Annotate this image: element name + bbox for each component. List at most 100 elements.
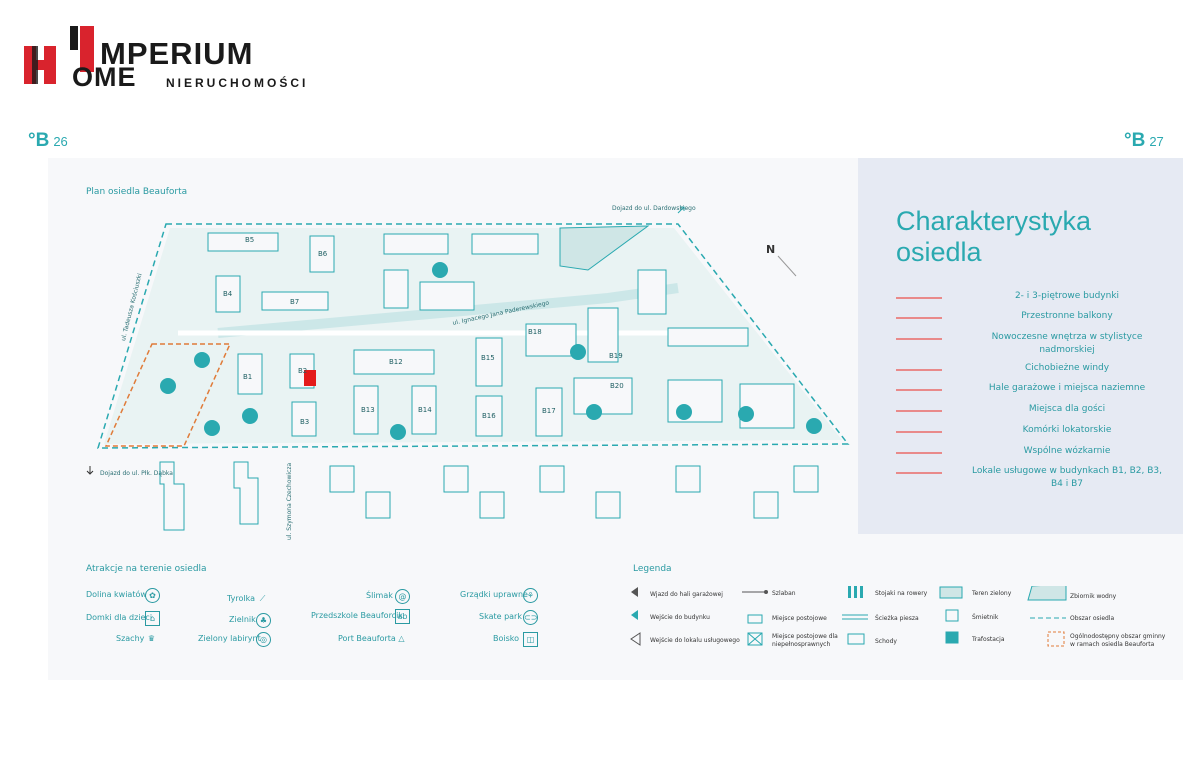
label-b5: B5 <box>245 236 255 244</box>
building-b7 <box>261 291 329 311</box>
label-b14: B14 <box>418 406 432 414</box>
skate-icon: ⊂⊃ <box>523 610 538 625</box>
label-b20: B20 <box>610 382 624 390</box>
label-b3: B3 <box>300 418 310 426</box>
zipline-icon: ⟋ <box>259 594 266 603</box>
attraction-zipline: Tyrolka <box>227 594 255 603</box>
highlighted-unit <box>304 370 316 386</box>
compass-label: N <box>766 243 776 256</box>
legend-estate-border: Obszar osiedla <box>1070 615 1115 622</box>
building-b19 <box>587 307 619 363</box>
label-b15: B15 <box>481 354 495 362</box>
label-b16: B16 <box>482 412 496 420</box>
estate-boundary <box>96 223 850 449</box>
label-b17: B17 <box>542 407 556 415</box>
building-b14 <box>411 385 437 435</box>
flower-icon: ✿ <box>145 588 160 603</box>
public-area <box>104 343 232 447</box>
herb-icon: ♣ <box>256 613 271 628</box>
building-b1 <box>237 353 263 395</box>
building-b13 <box>353 385 379 435</box>
parking-icon <box>747 614 763 624</box>
logo-mark-icon <box>24 26 94 84</box>
legend-barrier: Szlaban <box>772 590 796 597</box>
legend-disabled-parking: Miejsce postojowe dla niepełnosprawnych <box>772 633 838 648</box>
attraction-pitch: Boisko <box>493 634 520 643</box>
snail-icon: @ <box>395 589 410 604</box>
legend-water: Zbiornik wodny <box>1070 593 1117 600</box>
label-b4: B4 <box>223 290 233 298</box>
legend-garage-entrance: Wjazd do hali garażowej <box>650 591 723 598</box>
building-b3 <box>291 401 317 437</box>
attraction-snail: Ślimak <box>366 591 393 600</box>
attraction-kids-house: Domki dla dzieci <box>86 613 153 622</box>
maze-icon: ◎ <box>256 632 271 647</box>
map-title: Plan osiedla Beauforta <box>86 187 188 197</box>
building-b20 <box>573 377 633 415</box>
road-czechowicz: ul. Szymona Czechowicza <box>286 462 293 540</box>
legend-bike-rack: Stojaki na rowery <box>875 590 928 597</box>
pitch-icon: ◫ <box>523 632 538 647</box>
water-icon <box>1027 586 1067 601</box>
road-dardowskiego: Dojazd do ul. Dardowskiego <box>612 205 696 212</box>
attraction-flower: Dolina kwiatów <box>86 590 147 599</box>
triangle-filled-icon <box>631 587 638 597</box>
estate-map <box>86 206 850 531</box>
legend-title: Legenda <box>633 564 672 574</box>
label-b7: B7 <box>290 298 300 306</box>
label-b2: B2 <box>298 367 308 375</box>
legend-public-area: Ogólnodostępny obszar gminny w ramach os… <box>1070 633 1166 648</box>
attraction-herb: Zielnik <box>229 615 256 624</box>
label-b18: B18 <box>528 328 542 336</box>
logo-line2: OME <box>72 62 137 92</box>
company-logo: MPERIUM OME NIERUCHOMOŚCI <box>22 24 352 94</box>
footpath-icon <box>842 614 868 620</box>
attraction-skate: Skate park <box>479 612 522 621</box>
logo-subtitle: NIERUCHOMOŚCI <box>166 76 309 90</box>
logo-line1: MPERIUM <box>100 36 254 71</box>
label-b1: B1 <box>243 373 253 381</box>
label-b6: B6 <box>318 250 328 258</box>
legend-footpath: Ścieżka piesza <box>875 615 919 622</box>
characteristics-title: Charakterystyka osiedla <box>896 206 1092 267</box>
building-b4 <box>215 275 241 313</box>
legend-icons <box>630 586 1067 647</box>
legend-trash: Śmietnik <box>972 614 999 621</box>
chess-icon: ♛ <box>147 634 156 643</box>
bike-rack-icon <box>848 586 863 598</box>
attraction-kindergarten: Przedszkole Beauforcik <box>311 611 403 620</box>
building-b5 <box>207 232 279 252</box>
kindergarten-icon: ab <box>395 609 410 624</box>
legend-transformer: Trafostacja <box>972 636 1005 643</box>
stairs-icon <box>847 633 865 645</box>
barrier-icon <box>742 590 768 594</box>
building-b18 <box>525 323 577 357</box>
triangle-outline-icon <box>630 632 641 646</box>
green-area-icon <box>939 586 963 599</box>
legend-green-area: Teren zielony <box>972 590 1012 597</box>
attraction-garden: Grządki uprawne <box>460 590 528 599</box>
legend-service-entrance: Wejście do lokalu usługowego <box>650 637 740 644</box>
building-b17 <box>535 387 563 437</box>
public-area-icon <box>1047 631 1065 647</box>
label-b13: B13 <box>361 406 375 414</box>
transformer-icon <box>945 631 959 644</box>
port-icon: △ <box>398 634 405 643</box>
label-b19: B19 <box>609 352 623 360</box>
water-reservoir <box>559 225 650 271</box>
legend-stairs: Schody <box>875 638 897 645</box>
legend-building-entrance: Wejście do budynku <box>650 614 710 621</box>
attraction-maze: Zielony labirynt <box>198 634 261 643</box>
characteristics-panel: Charakterystyka osiedla 2- i 3-piętrowe … <box>858 158 1183 534</box>
attraction-port: Port Beauforta <box>338 634 396 643</box>
label-b12: B12 <box>389 358 403 366</box>
attractions-title: Atrakcje na terenie osiedla <box>86 564 207 574</box>
road-lipka: Dojazd do ul. Płk. Dąbka <box>100 470 173 477</box>
legend-parking: Miejsce postojowe <box>772 615 827 622</box>
disabled-parking-icon <box>747 632 763 646</box>
building-b15 <box>475 337 503 387</box>
garden-icon: ⚘ <box>523 588 538 603</box>
building-b16 <box>475 395 503 437</box>
